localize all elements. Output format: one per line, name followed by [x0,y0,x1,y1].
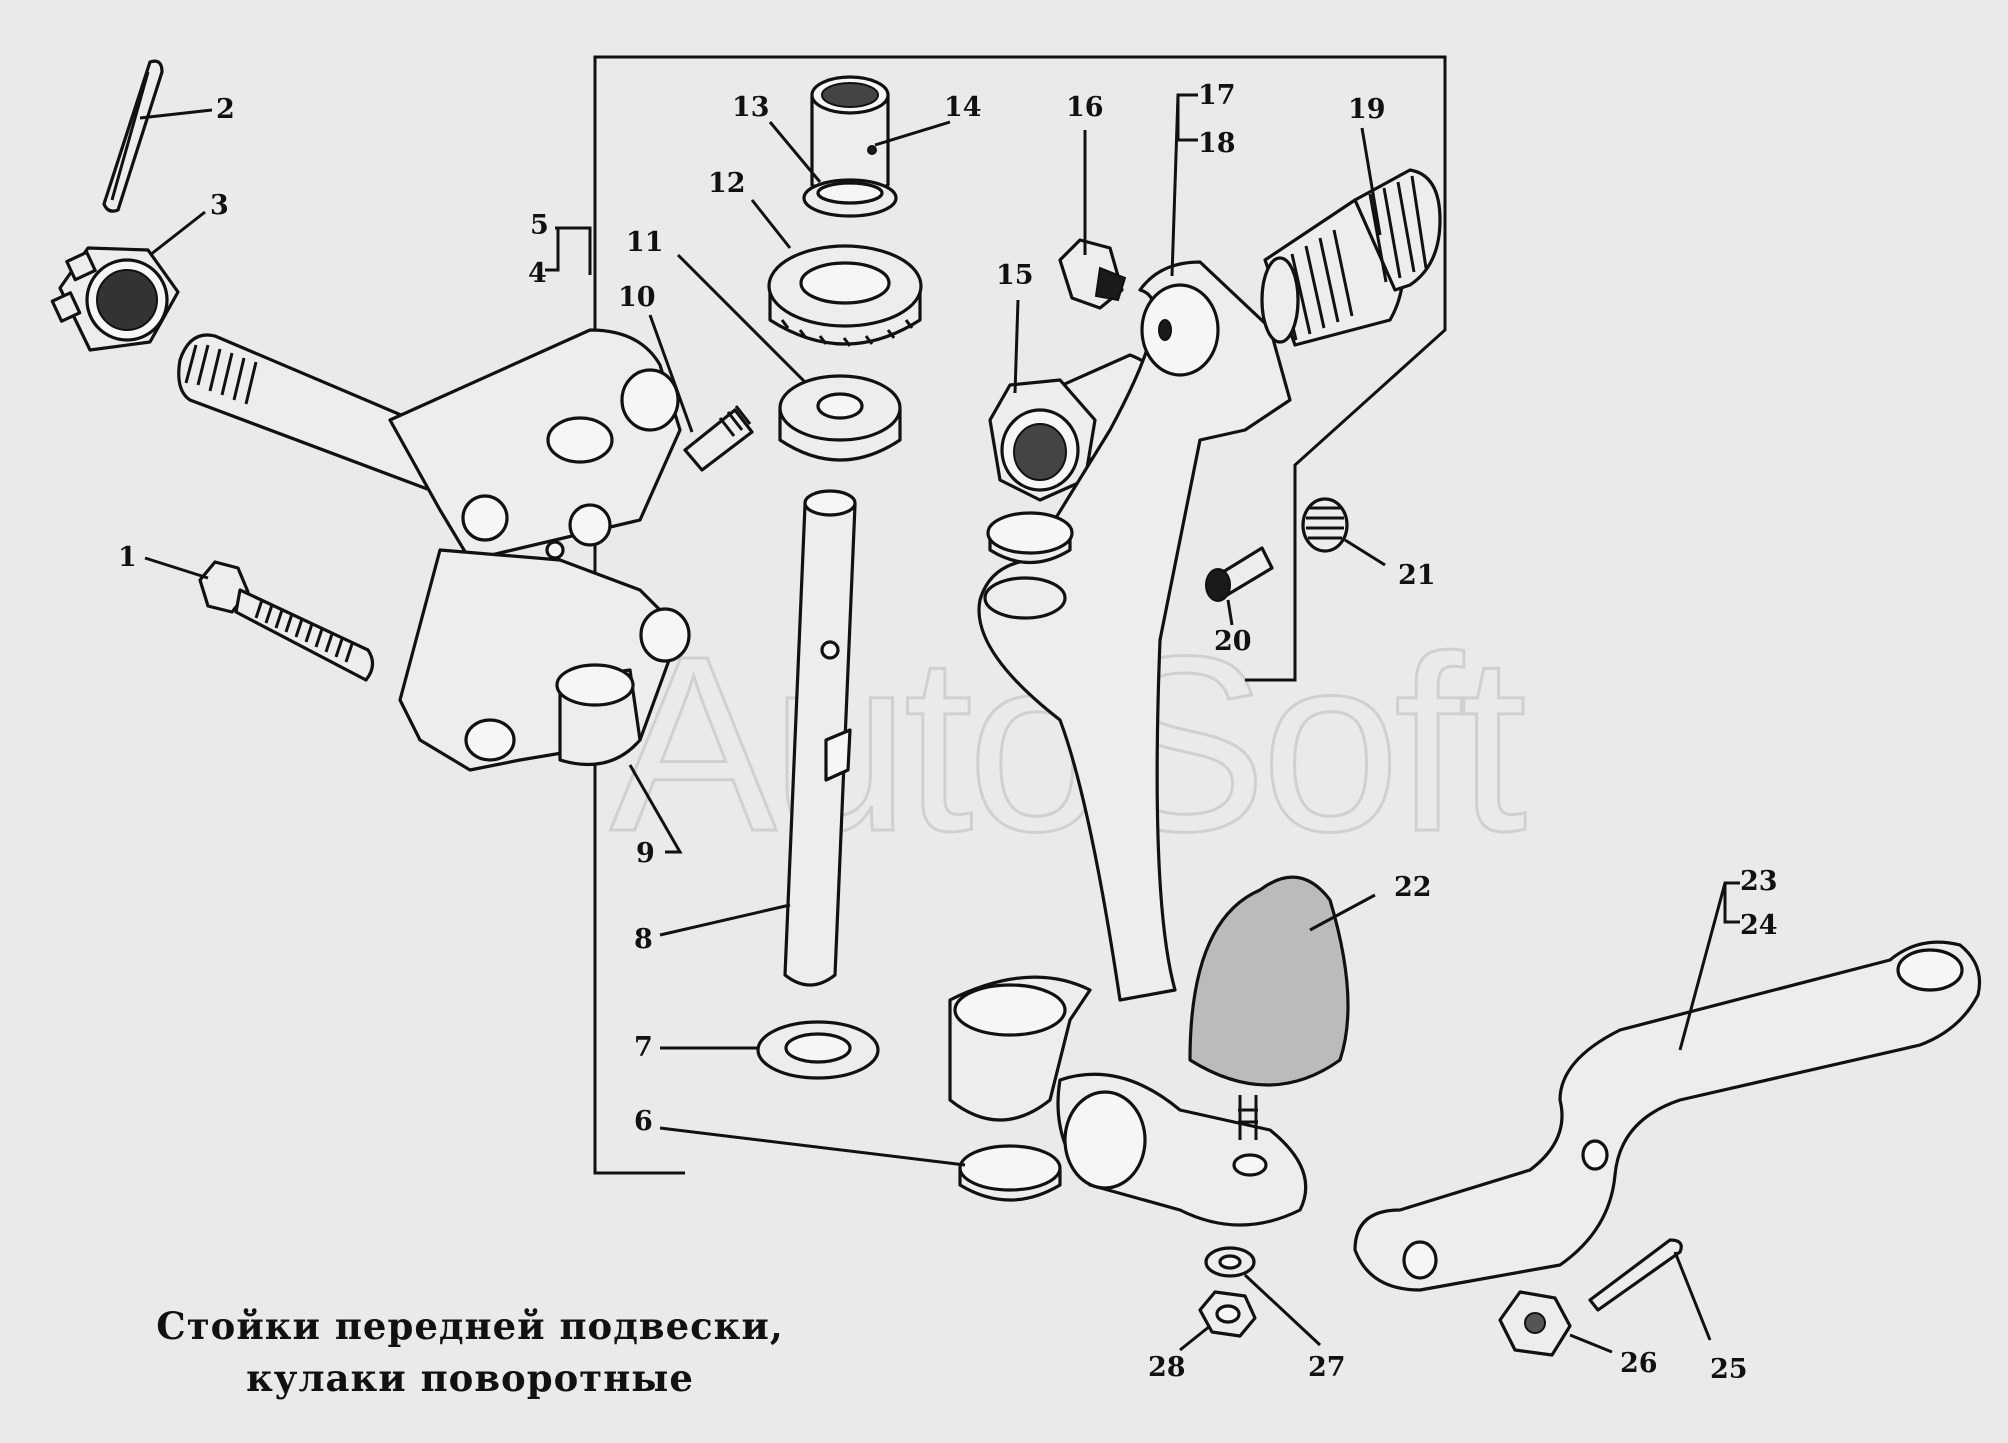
callout-13: 13 [732,92,770,123]
assembly-bracket [593,55,1447,1175]
part-washer [756,1020,880,1080]
callout-28: 28 [1148,1352,1186,1383]
callout-6: 6 [634,1106,653,1137]
callout-5: 5 [530,210,549,241]
callout-numbers: 1 2 3 4 5 6 7 8 9 10 11 12 13 14 15 16 1… [118,80,1778,1385]
callout-4: 4 [528,258,547,289]
callout-2: 2 [216,94,235,125]
callout-27: 27 [1308,1352,1346,1383]
part-plug-upper [983,511,1074,620]
callout-12: 12 [708,168,746,199]
callout-23: 23 [1740,866,1778,897]
part-king-pin [783,489,857,987]
part-bushing [802,75,898,218]
part-steering-knuckle [177,328,691,772]
caption-line-1: Стойки передней подвески, [156,1304,784,1348]
part-thrust-bearing [767,244,923,347]
callout-3: 3 [210,190,229,221]
part-rubber-buffer [1188,875,1350,1140]
callout-11: 11 [626,227,664,258]
part-spring-washer [1204,1246,1256,1278]
caption-line-2: кулаки поворотные [246,1356,694,1400]
part-grease-nipple-small [683,405,754,472]
callout-22: 22 [1394,872,1432,903]
callout-24: 24 [1740,910,1778,941]
callout-18: 18 [1198,128,1236,159]
callout-25: 25 [1710,1354,1748,1385]
callout-8: 8 [634,924,653,955]
callout-17: 17 [1198,80,1236,111]
callout-10: 10 [618,282,656,313]
part-castle-nut [50,246,180,352]
part-cotter-pin-small [1588,1238,1683,1312]
callout-21: 21 [1398,560,1436,591]
callout-14: 14 [944,92,982,123]
callout-16: 16 [1066,92,1104,123]
callout-9: 9 [636,838,655,869]
callout-26: 26 [1620,1348,1658,1379]
part-bolt [198,560,375,682]
part-grease-fitting [1058,238,1127,310]
part-grease-nipple-lever [1205,546,1274,602]
part-nut-small [1198,1290,1257,1338]
callout-1: 1 [118,542,137,573]
part-tie-rod-arm [1353,940,1982,1292]
part-hex-nut [988,353,1168,502]
part-castle-nut-small [1498,1290,1572,1357]
callout-19: 19 [1348,94,1386,125]
part-cotter-pin [102,59,164,213]
part-plug-lower [958,1144,1062,1202]
callout-15: 15 [996,260,1034,291]
part-threaded-sleeve [1260,168,1442,347]
callout-20: 20 [1214,626,1252,657]
part-screw-plug [1301,497,1349,553]
diagram-caption: Стойки передней подвески, кулаки поворот… [130,1300,810,1404]
callout-7: 7 [634,1032,653,1063]
leader-lines [139,93,1740,1354]
part-lower-boss [948,975,1308,1227]
part-seal-ring [778,374,902,462]
